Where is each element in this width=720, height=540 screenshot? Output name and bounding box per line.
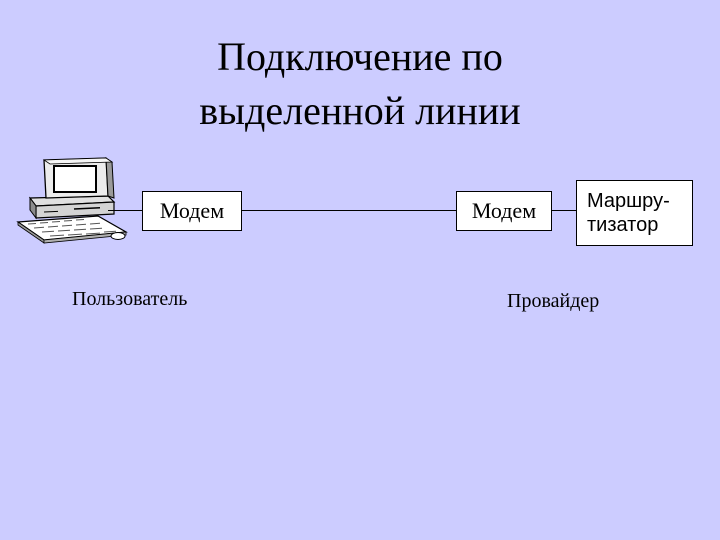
user-modem-box: Модем (142, 191, 242, 231)
connection-line-leased (242, 210, 456, 211)
computer-icon (16, 157, 128, 244)
slide-title-line-2: выделенной линии (199, 88, 521, 133)
router-label-line-2: тизатор (587, 214, 659, 236)
user-label: Пользователь (72, 288, 188, 310)
router-box: Маршру- тизатор (576, 180, 693, 246)
slide-title: Подключение по выделенной линии (0, 30, 720, 138)
provider-label: Провайдер (507, 290, 600, 312)
connection-line-pc-modem (108, 210, 142, 211)
slide-title-line-1: Подключение по (217, 34, 503, 79)
user-modem-label: Модем (159, 198, 225, 223)
connection-line-modem-router (552, 210, 576, 211)
provider-modem-box: Модем (456, 191, 552, 231)
router-label-line-1: Маршру- (587, 190, 670, 212)
provider-modem-label: Модем (471, 198, 537, 223)
